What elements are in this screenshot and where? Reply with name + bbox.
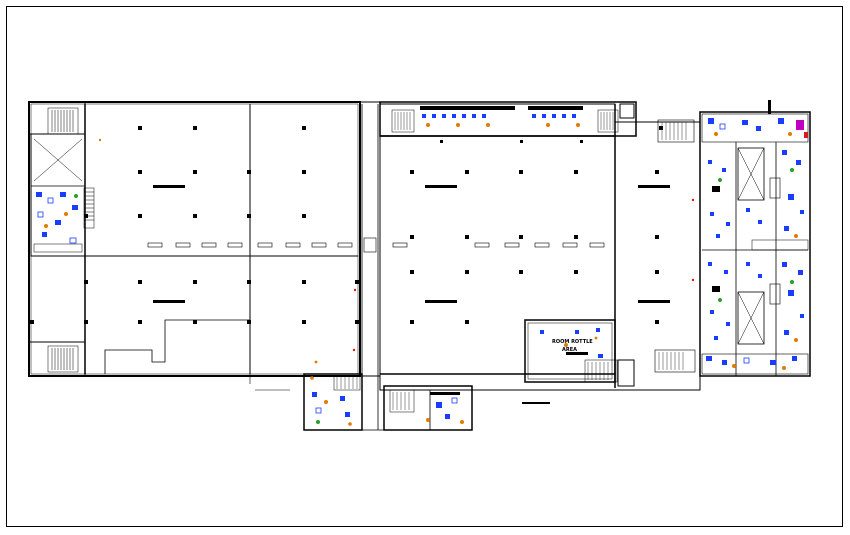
left-staircases: [47, 107, 95, 373]
left-light-row: [147, 242, 353, 248]
left-block-columns: [30, 126, 359, 324]
left-office-furniture: [33, 192, 83, 253]
center-room-interior: ROOM ROTTLE AREA: [522, 328, 696, 404]
center-light-row: [392, 242, 605, 248]
right-wing-block: [699, 100, 811, 377]
center-top-strip: [391, 103, 695, 143]
room-name-label-1: ROOM ROTTLE: [552, 339, 593, 345]
lower-annex-offices: [303, 373, 473, 431]
scattered-markers: [98, 138, 695, 364]
room-name-label-2: AREA: [562, 347, 577, 353]
sheet-border: [6, 6, 843, 527]
left-building-block: [28, 101, 361, 391]
center-building-block: [360, 101, 701, 431]
right-wing-fixtures: [706, 118, 808, 370]
center-block-columns: [410, 126, 670, 324]
